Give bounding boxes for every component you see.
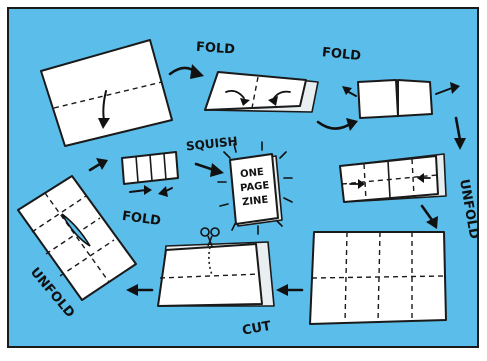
label-fold-top: FOLD — [195, 40, 235, 58]
zine-title-line-3: ZINE — [242, 195, 269, 209]
label-cut: CUT — [241, 319, 272, 339]
step-small-booklet — [342, 79, 460, 119]
label-fold-right: FOLD — [321, 45, 362, 64]
arrow-to-step-3 — [316, 118, 358, 131]
arrow-to-step-4 — [454, 116, 466, 150]
zine-title-line-2: PAGE — [240, 180, 270, 194]
step-finished-zine: ONE PAGE ZINE — [217, 141, 293, 235]
step-squished-strip — [121, 151, 179, 197]
step-four-panel-strip — [339, 153, 447, 203]
arrow-to-step-7 — [126, 284, 154, 296]
label-unfold-right: UNFOLD — [456, 178, 481, 240]
arrow-to-zine — [194, 162, 224, 177]
arrow-to-step-6 — [276, 284, 304, 296]
step-flat-sheet — [40, 39, 173, 147]
label-unfold-right-group: UNFOLD — [456, 178, 481, 240]
arrow-to-step-2 — [168, 64, 204, 79]
step-cut-tent — [157, 227, 275, 307]
arrow-to-step-5 — [420, 204, 438, 229]
step-tent-fold — [204, 71, 319, 113]
arrow-to-step-8 — [88, 158, 108, 172]
step-slit-sheet — [17, 175, 137, 301]
step-unfolded-grid — [309, 231, 447, 325]
label-fold-left: FOLD — [121, 209, 162, 229]
zine-title-line-1: ONE — [240, 167, 265, 180]
label-squish: SQUISH — [185, 134, 238, 153]
